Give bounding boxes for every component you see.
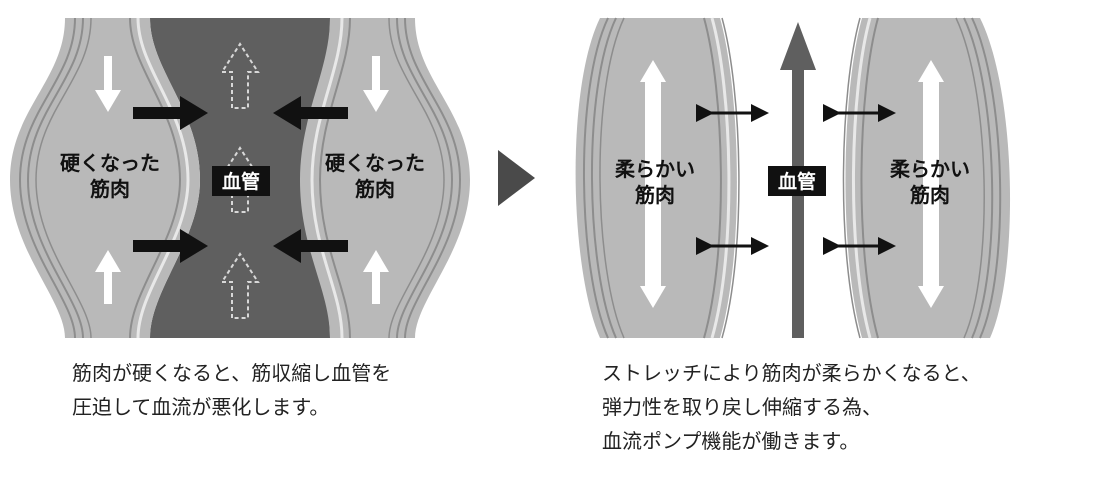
caption-right-line: ストレッチにより筋肉が柔らかくなると、 bbox=[602, 361, 981, 385]
soft-muscle-label-left-line1: 柔らかい bbox=[615, 157, 695, 181]
caption-left-line: 圧迫して血流が悪化します。 bbox=[72, 395, 330, 419]
compression-arrows bbox=[133, 96, 348, 263]
soft-muscle-label-right-line1: 柔らかい bbox=[890, 157, 970, 181]
caption-right-line: 血流ポンプ機能が働きます。 bbox=[602, 429, 860, 453]
caption-right-line: 弾力性を取り戻し伸縮する為、 bbox=[602, 395, 882, 419]
muscle-contraction-arrows bbox=[95, 56, 389, 304]
muscle-label-left-line2: 筋肉 bbox=[90, 177, 130, 201]
muscle-label-right-line1: 硬くなった bbox=[325, 151, 425, 175]
caption-left-line: 筋肉が硬くなると、筋収縮し血管を bbox=[72, 361, 392, 385]
vessel-label-left: 血管 bbox=[222, 170, 260, 193]
vessel-label-box-right bbox=[768, 166, 826, 196]
flex-arrows-horizontal bbox=[696, 104, 896, 255]
right-panel: 血管 柔らかい 筋肉 柔らかい 筋肉 bbox=[575, 17, 1011, 339]
vessel-label-box-left bbox=[212, 166, 270, 196]
vessel-label-right: 血管 bbox=[778, 170, 816, 193]
stretch-arrows-vertical bbox=[640, 60, 944, 308]
soft-muscle-label-left-line2: 筋肉 bbox=[635, 183, 675, 207]
caption-right: ストレッチにより筋肉が柔らかくなると、 弾力性を取り戻し伸縮する為、 血流ポンプ… bbox=[602, 356, 981, 458]
transition-arrow bbox=[498, 150, 535, 206]
muscle-label-left-line1: 硬くなった bbox=[60, 151, 160, 175]
left-panel: 血管 硬くなった 筋肉 硬くなった 筋肉 bbox=[10, 17, 470, 339]
soft-muscle-label-right-line2: 筋肉 bbox=[910, 183, 950, 207]
muscle-label-right-line2: 筋肉 bbox=[355, 177, 395, 201]
caption-left: 筋肉が硬くなると、筋収縮し血管を 圧迫して血流が悪化します。 bbox=[72, 356, 391, 424]
hardened-muscle-left bbox=[10, 17, 200, 339]
hardened-muscle-right bbox=[300, 17, 470, 339]
